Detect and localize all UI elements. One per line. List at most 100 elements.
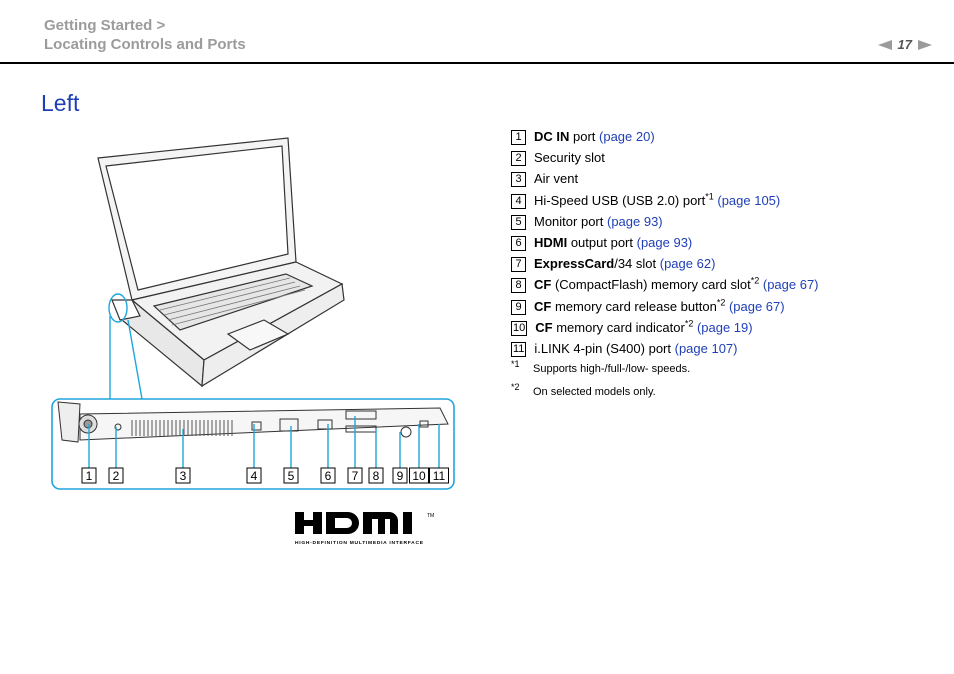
callout-number-box bbox=[320, 467, 336, 484]
list-item: 2 Security slot bbox=[511, 150, 941, 167]
breadcrumb-parent[interactable]: Getting Started > bbox=[44, 17, 166, 34]
callout-number: 1 bbox=[86, 469, 93, 483]
keyboard-rows bbox=[159, 277, 306, 326]
item-text: port bbox=[569, 129, 600, 144]
list-item: 3 Air vent bbox=[511, 171, 941, 188]
list-item: 1 DC IN port (page 20) bbox=[511, 129, 941, 145]
page-link[interactable]: (page 19) bbox=[693, 319, 753, 335]
item-text: (CompactFlash) memory card slot bbox=[551, 277, 751, 293]
list-item: 6 HDMI output port (page 93) bbox=[511, 235, 941, 251]
item-number-badge: 8 bbox=[511, 278, 526, 294]
item-bold-label: HDMI bbox=[534, 234, 568, 250]
item-text: output port bbox=[567, 234, 637, 250]
list-item: 11 i.LINK 4-pin (S400) port (page 107) bbox=[511, 341, 941, 357]
hdmi-logo-tm: TM bbox=[427, 513, 434, 519]
air-vent-slats bbox=[131, 420, 233, 436]
footnote-text: Supports high-/full-/low- speeds. bbox=[533, 363, 691, 376]
footnote-mark: *1 bbox=[511, 359, 520, 370]
page-link[interactable]: (page 67) bbox=[725, 298, 785, 314]
item-text: Security slot bbox=[534, 150, 605, 166]
callout-number-box bbox=[409, 467, 429, 484]
page-number: 17 bbox=[897, 37, 912, 52]
page-navigation: 17 bbox=[877, 37, 932, 52]
callout-number: 3 bbox=[180, 469, 187, 483]
page-link[interactable]: (page 62) bbox=[659, 256, 716, 272]
item-number-badge: 9 bbox=[511, 299, 526, 315]
previous-page-arrow-icon[interactable] bbox=[877, 39, 892, 50]
item-bold-label: DC IN bbox=[534, 129, 570, 144]
item-text: memory card indicator bbox=[552, 319, 685, 335]
item-text: i.LINK 4-pin (S400) port bbox=[534, 340, 675, 356]
footnote-reference: *1 bbox=[705, 191, 714, 202]
list-item: 5 Monitor port (page 93) bbox=[511, 214, 941, 230]
footnote: *1 Supports high-/full-/low- speeds. bbox=[511, 359, 941, 376]
laptop-illustration bbox=[97, 137, 345, 388]
callout-number-box bbox=[283, 467, 299, 484]
zoom-callout-lines bbox=[108, 293, 143, 400]
item-description: Security slot bbox=[534, 150, 605, 166]
footnote-reference: *2 bbox=[716, 297, 726, 308]
callout-number: 7 bbox=[352, 469, 359, 483]
page-link[interactable]: (page 93) bbox=[636, 234, 693, 250]
footnote-reference: *2 bbox=[750, 275, 760, 286]
ports-list: 1 DC IN port (page 20) 2 Security slot 3 Air … bbox=[511, 129, 941, 408]
page-link[interactable]: (page 67) bbox=[759, 277, 819, 293]
item-number-badge: 5 bbox=[511, 214, 526, 230]
callout-number-box bbox=[347, 467, 363, 484]
list-item: 9 CF memory card release button*2 (page 6… bbox=[511, 297, 941, 315]
page-link[interactable]: (page 107) bbox=[674, 340, 738, 356]
callout-number: 11 bbox=[433, 469, 446, 483]
item-description: i.LINK 4-pin (S400) port (page 107) bbox=[534, 341, 737, 357]
page-link[interactable]: (page 105) bbox=[713, 192, 781, 208]
item-text: /34 slot bbox=[614, 256, 660, 272]
item-description: Air vent bbox=[534, 171, 578, 187]
callout-number: 6 bbox=[325, 469, 332, 483]
item-number-badge: 2 bbox=[511, 151, 526, 167]
footnote-text: On selected models only. bbox=[533, 386, 656, 399]
callout-number-box bbox=[81, 467, 97, 484]
callout-number: 8 bbox=[373, 469, 380, 483]
callout-number-box bbox=[108, 467, 124, 484]
list-item: 7 ExpressCard/34 slot (page 62) bbox=[511, 256, 941, 273]
item-bold-label: ExpressCard bbox=[534, 256, 615, 272]
item-description: CF memory card indicator*2 (page 19) bbox=[535, 318, 753, 336]
item-text: Air vent bbox=[534, 171, 579, 187]
item-text: Hi-Speed USB (USB 2.0) port bbox=[534, 192, 706, 208]
item-description: CF (CompactFlash) memory card slot*2 (pa… bbox=[534, 275, 819, 293]
callout-number-box bbox=[368, 467, 384, 484]
item-number-badge: 11 bbox=[511, 341, 527, 357]
header-divider bbox=[0, 62, 954, 64]
page-link[interactable]: (page 93) bbox=[606, 213, 663, 229]
next-page-arrow-icon[interactable] bbox=[918, 39, 932, 50]
callout-number: 9 bbox=[397, 469, 404, 483]
footnote-reference: *2 bbox=[684, 318, 694, 329]
item-description: Hi-Speed USB (USB 2.0) port*1 (page 105) bbox=[534, 191, 781, 209]
footnote: *2 On selected models only. bbox=[511, 382, 941, 399]
item-description: Monitor port (page 93) bbox=[534, 214, 663, 230]
callout-number: 4 bbox=[251, 469, 258, 483]
hdmi-logo: TM HIGH-DEFINITION MULTIMEDIA INTERFACE bbox=[295, 512, 434, 546]
callout-number-box bbox=[429, 467, 449, 484]
hdmi-logo-tagline: HIGH-DEFINITION MULTIMEDIA INTERFACE bbox=[295, 540, 424, 546]
list-item: 8 CF (CompactFlash) memory card slot*2 (p… bbox=[511, 275, 941, 294]
hdmi-logo-wordmark bbox=[295, 512, 412, 534]
item-text: Monitor port bbox=[534, 213, 607, 229]
item-bold-label: CF bbox=[535, 319, 553, 335]
item-number-badge: 3 bbox=[511, 172, 526, 188]
callout-number-box bbox=[246, 467, 262, 484]
item-bold-label: CF bbox=[534, 298, 552, 314]
page-link[interactable]: (page 20) bbox=[599, 129, 655, 144]
list-item: 10 CF memory card indicator*2 (page 19) bbox=[511, 318, 941, 336]
callout-number: 10 bbox=[412, 469, 426, 483]
item-number-badge: 7 bbox=[511, 257, 526, 273]
item-number-badge: 10 bbox=[511, 320, 528, 336]
item-text: memory card release button bbox=[551, 298, 717, 314]
item-number-badge: 6 bbox=[511, 235, 526, 251]
item-description: HDMI output port (page 93) bbox=[534, 235, 692, 251]
section-title: Left bbox=[41, 90, 80, 116]
footnote-mark: *2 bbox=[511, 382, 520, 393]
item-number-badge: 1 bbox=[511, 130, 526, 145]
